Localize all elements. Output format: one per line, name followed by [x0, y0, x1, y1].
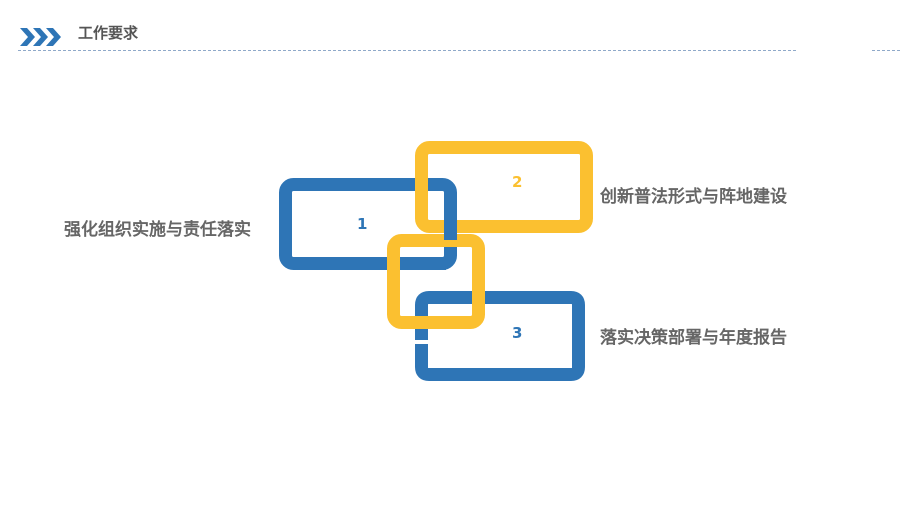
item-2-number: 2 — [512, 173, 523, 191]
header-divider — [18, 50, 796, 51]
item-1-number: 1 — [357, 215, 368, 233]
page-title: 工作要求 — [78, 24, 139, 42]
middle-link — [387, 234, 485, 329]
item-3-number: 3 — [512, 324, 523, 342]
item-3-label: 落实决策部署与年度报告 — [600, 328, 787, 348]
ring-3 — [415, 291, 585, 381]
item-2-label: 创新普法形式与阵地建设 — [600, 187, 787, 207]
ring-2 — [415, 141, 593, 233]
header-bar: 工作要求 — [0, 0, 900, 60]
header-divider-right — [872, 50, 900, 51]
triple-chevron-icon — [20, 28, 61, 46]
item-1-label: 强化组织实施与责任落实 — [64, 220, 251, 240]
